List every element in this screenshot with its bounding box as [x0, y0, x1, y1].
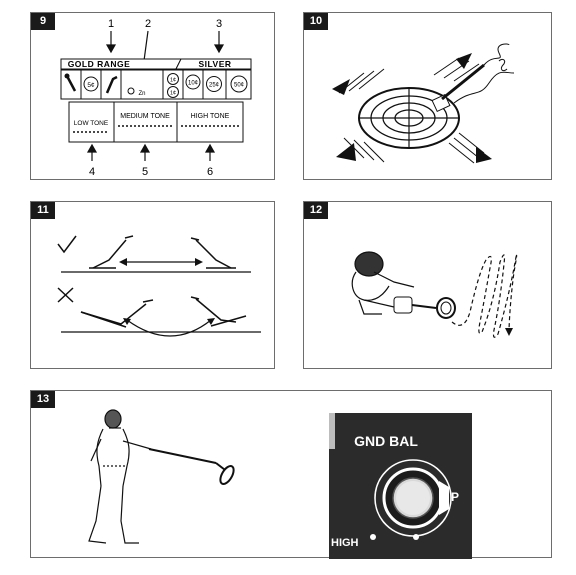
control-box: [393, 296, 413, 314]
coin-1c-bottom: 1¢: [170, 91, 176, 97]
sweep-height-diagram: [57, 235, 261, 337]
callout-2: 2: [145, 18, 151, 30]
field-arrows: [332, 53, 492, 163]
callout-3: 3: [216, 18, 222, 30]
sweep-path: [451, 254, 517, 338]
figure-number: 10: [304, 13, 328, 30]
discrimination-scale-diagram: 1 2 3 GOLD RANGE SILVER 5¢ Zn 1: [60, 18, 252, 178]
check-icon: [57, 235, 77, 254]
gold-range-label: GOLD RANGE: [68, 59, 131, 69]
pull-tab-icon: [105, 75, 118, 94]
figure-number: 13: [31, 391, 55, 408]
figure-number: 12: [304, 202, 328, 219]
coin-50c-label: 50¢: [234, 83, 244, 89]
cross-icon: [57, 287, 74, 303]
figure-9-panel: 9 1 2 3 GOLD RANGE SILVER 5¢ Zn: [30, 12, 275, 180]
figure-13-panel: 13 GND BAL P HIGH: [30, 390, 552, 559]
operator-figure: [351, 251, 415, 315]
knob-scale-ring: [374, 459, 452, 537]
ring-icon: [127, 87, 135, 95]
callout-4: 4: [89, 166, 95, 178]
figure-number: 11: [31, 202, 55, 219]
coin-25c-label: 25¢: [209, 83, 219, 89]
zinc-label: Zn: [138, 91, 145, 97]
low-tone-label: LOW TONE: [74, 120, 109, 127]
preset-label: P: [451, 490, 459, 504]
ground-balance-diagram: GND BAL P HIGH: [88, 409, 472, 559]
search-coil: [219, 464, 235, 486]
medium-tone-label: MEDIUM TONE: [120, 113, 170, 120]
search-coil-field-diagram: [332, 43, 515, 164]
figure-10-panel: 10: [303, 12, 552, 180]
callout-5: 5: [142, 166, 148, 178]
search-coil: [436, 297, 456, 319]
coin-5c-label: 5¢: [87, 82, 95, 89]
high-label: HIGH: [331, 537, 359, 549]
callout-6: 6: [207, 166, 213, 178]
gnd-bal-label: GND BAL: [354, 433, 418, 449]
sweep-pattern-diagram: [351, 251, 518, 338]
silver-label: SILVER: [198, 59, 231, 69]
coin-1c-top: 1¢: [170, 78, 176, 84]
figure-number: 9: [31, 13, 55, 30]
figure-12-panel: 12: [303, 201, 552, 369]
nail-icon: [64, 73, 77, 92]
callout-1: 1: [108, 18, 114, 30]
high-tone-label: HIGH TONE: [191, 113, 230, 120]
coin-10c-label: 10¢: [188, 81, 198, 87]
figure-11-panel: 11: [30, 201, 275, 369]
operator-figure: [88, 409, 152, 544]
